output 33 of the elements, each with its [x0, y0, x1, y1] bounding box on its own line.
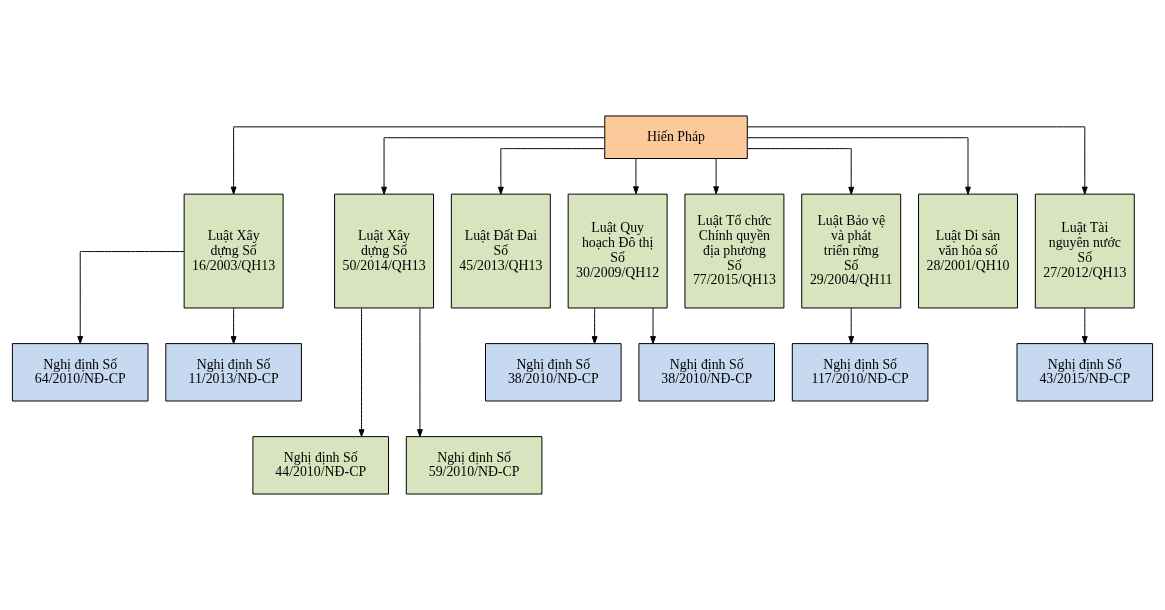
node-box: Luật Tài nguyên nước Số 27/2012/QH13 [1034, 193, 1135, 309]
node-box: Nghị định Số 64/2010/NĐ-CP [11, 343, 149, 402]
arrow [497, 148, 605, 195]
node-box: Luật Bảo vệ và phát triển rừng Số 29/2004/QH11 [801, 193, 902, 309]
arrow [746, 137, 971, 195]
arrow [381, 137, 606, 195]
node-box: Luật Đất Đai Số 45/2013/QH13 [450, 193, 551, 309]
node-box: Nghị định Số 43/2015/NĐ-CP [1016, 343, 1154, 402]
arrow [747, 148, 855, 195]
arrow [1081, 307, 1088, 345]
arrow [747, 126, 1088, 195]
node-box: Nghị định Số 11/2013/NĐ-CP [165, 343, 302, 402]
arrow [230, 126, 605, 195]
node-box: Luật Quy hoạch Đô thị Số 30/2009/QH12 [567, 193, 668, 309]
node-box: Luật Xây dựng Số 16/2003/QH13 [183, 193, 284, 309]
node-box: Nghị định Số 38/2010/NĐ-CP [485, 343, 622, 402]
node-box: Luật Di sản văn hóa số 28/2001/QH10 [918, 193, 1018, 309]
node-box: Nghị định Số 44/2010/NĐ-CP [252, 436, 389, 495]
arrow [358, 307, 365, 438]
arrow [77, 251, 185, 344]
node-box: Nghị định Số 117/2010/NĐ-CP [791, 343, 929, 402]
node-box: Nghị định Số 38/2010/NĐ-CP [638, 343, 775, 402]
node-box: Luật Xây dựng Số 50/2014/QH13 [334, 193, 435, 309]
arrow [633, 158, 639, 195]
node-box: Nghị định Số 59/2010/NĐ-CP [405, 436, 543, 495]
arrow [650, 307, 656, 345]
arrow [417, 307, 423, 438]
arrow [591, 307, 598, 345]
arrow [230, 307, 237, 345]
node-box: Luật Tổ chức Chính quyền địa phương Số 77/2015/QH13 [684, 193, 785, 309]
arrow [848, 307, 855, 345]
arrow [713, 158, 720, 195]
node-box: Hiến Pháp [604, 115, 748, 159]
